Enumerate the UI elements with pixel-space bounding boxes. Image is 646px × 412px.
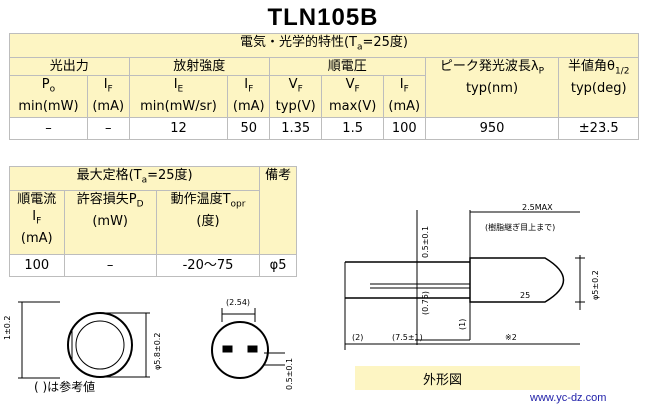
bottom-view bbox=[211, 308, 285, 379]
col-if-2: IF(mA) bbox=[227, 74, 271, 118]
dim-lead-pitch: (2.54) bbox=[226, 298, 250, 307]
group-half-angle: 半値角θ1/2 typ(deg) bbox=[558, 56, 639, 118]
outline-caption-box: 外形図 bbox=[355, 366, 580, 390]
dim-lead-label: (0.75) bbox=[421, 291, 430, 315]
dim-body-dia: φ5±0.2 bbox=[591, 270, 600, 300]
value-if-1: – bbox=[86, 116, 130, 140]
dim-pkg-h-left: 1±0.2 bbox=[3, 315, 12, 340]
value-vf-typ: 1.35 bbox=[269, 116, 323, 140]
dim-body-len: (7.5±1) bbox=[392, 333, 423, 342]
max-ratings-header: 最大定格(Ta=25度) bbox=[8, 166, 261, 191]
max-ratings-table: 最大定格(Ta=25度) 備考 順電流 IF (mA) 許容損失PD (mW) … bbox=[8, 166, 297, 277]
reference-note: ( )は参考値 bbox=[34, 380, 96, 394]
electro-optical-table: 電気・光学的特性(Ta=25度) 光出力 放射強度 順電圧 ピーク発光波長λP … bbox=[9, 33, 639, 140]
dim-front: (2) bbox=[352, 333, 363, 342]
value-vf-max: 1.5 bbox=[321, 116, 384, 140]
page-title: TLN105B bbox=[267, 4, 379, 31]
dim-resin-note: (樹脂継ぎ目上まで) bbox=[485, 222, 555, 232]
dim-total: ※2 bbox=[505, 333, 517, 342]
value-if-2: 50 bbox=[227, 116, 271, 140]
side-view bbox=[344, 210, 585, 350]
remarks-header: 備考 bbox=[259, 166, 297, 255]
outline-caption: 外形図 bbox=[423, 373, 463, 388]
group-light-output: 光出力 bbox=[9, 56, 130, 76]
dim-lead-w: 0.5±0.1 bbox=[421, 226, 430, 258]
value-remarks: φ5 bbox=[259, 253, 297, 277]
col-if-3: IF(mA) bbox=[382, 74, 426, 118]
front-view-left bbox=[18, 301, 150, 379]
dim-lead-len-top: 2.5MAX bbox=[522, 203, 553, 212]
value-if-3: 100 bbox=[382, 116, 426, 140]
dim-lead-len: 25 bbox=[520, 291, 530, 300]
dim-pkg-dia: φ5.8±0.2 bbox=[153, 333, 162, 370]
dim-lead-gap: (1) bbox=[458, 319, 467, 330]
value-forward-current: 100 bbox=[9, 253, 65, 277]
value-peak-wavelength: 950 bbox=[424, 116, 560, 140]
value-po: – bbox=[9, 116, 88, 140]
col-power-dissipation: 許容損失PD (mW) bbox=[63, 189, 157, 255]
watermark[interactable]: www.yc-dz.com bbox=[530, 392, 607, 404]
col-forward-current: 順電流 IF (mA) bbox=[9, 189, 65, 255]
group-peak-wavelength: ピーク発光波長λP typ(nm) bbox=[424, 56, 560, 118]
group-forward-voltage: 順電圧 bbox=[269, 56, 426, 76]
value-power-dissipation: – bbox=[63, 253, 157, 277]
value-half-angle: ±23.5 bbox=[558, 116, 639, 140]
value-ie: 12 bbox=[128, 116, 229, 140]
dim-lead-thk: 0.5±0.1 bbox=[285, 358, 294, 390]
col-if-1: IF(mA) bbox=[86, 74, 130, 118]
value-operating-temp: -20〜75 bbox=[155, 253, 261, 277]
